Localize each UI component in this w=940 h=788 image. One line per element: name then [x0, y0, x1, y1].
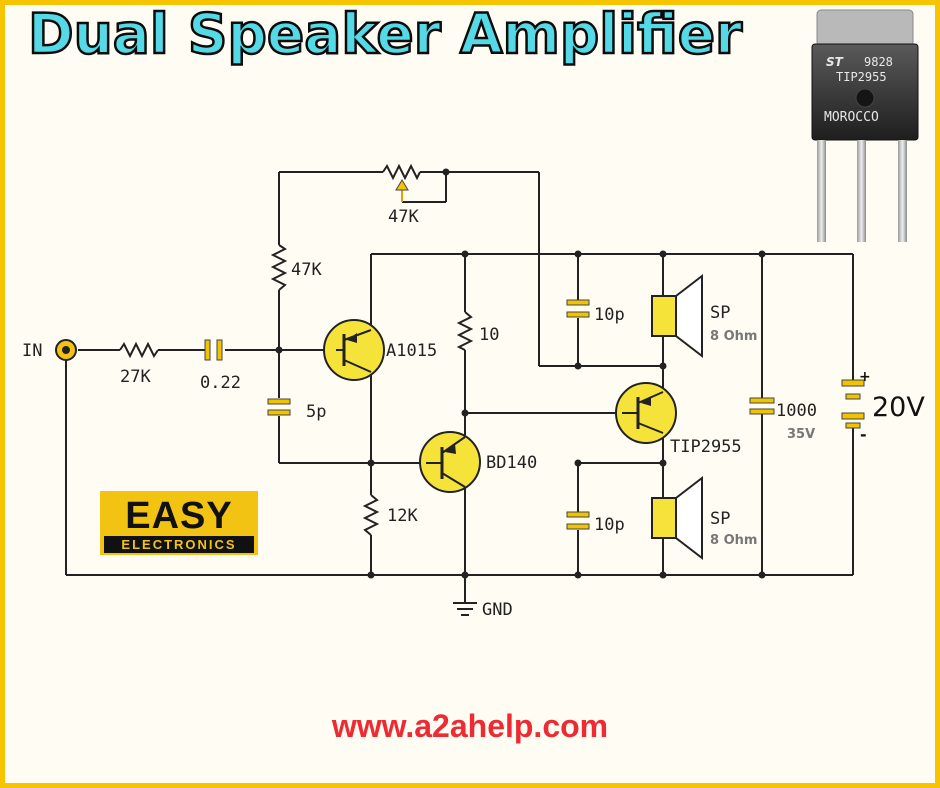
photo-origin: MOROCCO [824, 110, 879, 125]
cap-10p-bottom-plate-a [566, 511, 590, 518]
photo-brand: ST [826, 55, 844, 69]
label-supply-plus: + [859, 369, 871, 385]
photo-code: 9828 [864, 55, 893, 69]
lead-3 [898, 140, 907, 242]
label-r-pot: 47K [388, 207, 419, 227]
lead-1 [817, 140, 826, 242]
frame [5, 5, 935, 783]
resistor-27k [119, 341, 159, 359]
cap-022-plate-a [204, 339, 211, 361]
tab-metal [816, 9, 914, 47]
resistors [119, 163, 474, 536]
label-supply-minus: - [860, 425, 867, 444]
cap-5p-plate-b [267, 409, 291, 416]
transistor-photo: ST 9828 TIP2955 MOROCCO [811, 9, 919, 242]
transistor-a1015 [323, 319, 385, 381]
cap-10p-top-plate-b [566, 311, 590, 318]
transistor-tip2955 [615, 382, 677, 444]
label-ground: GND [482, 600, 513, 620]
label-sp1: SP [710, 303, 730, 323]
resistor-10 [456, 311, 474, 351]
capacitors [204, 299, 775, 530]
mount-hole [855, 88, 875, 108]
cap-1000-plate-a [749, 397, 775, 404]
logo-text-top: EASY [125, 495, 233, 537]
label-r-in: 27K [120, 367, 151, 387]
label-r-10: 10 [479, 325, 499, 345]
battery [841, 379, 865, 429]
speaker-top [651, 273, 703, 359]
label-c-comp: 5p [306, 402, 326, 422]
logo-bar [104, 536, 254, 553]
label-input: IN [22, 341, 42, 361]
resistor-12k [362, 494, 380, 536]
cap-5p-plate-a [267, 398, 291, 405]
label-r-12k: 12K [387, 506, 418, 526]
label-c-filter-voltage: 35V [787, 427, 815, 442]
pot-wiper-arrow [395, 179, 409, 202]
label-supply: 20V [872, 392, 925, 423]
label-sp2: SP [710, 509, 730, 529]
cap-022-plate-b [216, 339, 223, 361]
label-c-in: 0.22 [200, 373, 241, 393]
resistor-47k-pot [382, 163, 421, 181]
label-q2: BD140 [486, 453, 537, 473]
label-sp1-impedance: 8 Ohm [710, 329, 757, 344]
label-sp2-impedance: 8 Ohm [710, 533, 757, 548]
easy-electronics-logo: EASY ELECTRONICS [100, 491, 258, 555]
cap-10p-top-plate-a [566, 299, 590, 306]
label-c-top: 10p [594, 305, 625, 325]
label-c-bottom: 10p [594, 515, 625, 535]
logo-text-bottom: ELECTRONICS [121, 537, 237, 552]
photo-part: TIP2955 [836, 70, 887, 84]
resistor-47k-bias [270, 244, 288, 291]
speaker-bottom [651, 475, 703, 561]
website-link[interactable]: www.a2ahelp.com [331, 708, 609, 744]
lead-2 [857, 140, 866, 242]
cap-1000-plate-b [749, 408, 775, 415]
transistor-bd140 [419, 431, 481, 493]
cap-10p-bottom-plate-b [566, 523, 590, 530]
junctions [275, 168, 766, 579]
input-jack [55, 339, 77, 361]
page-title: Dual Speaker Amplifier [27, 1, 744, 68]
label-r-bias: 47K [291, 260, 322, 280]
label-q3: TIP2955 [670, 437, 742, 457]
label-c-filter: 1000 [776, 401, 817, 421]
ground-symbol [453, 602, 477, 616]
label-q1: A1015 [386, 341, 437, 361]
